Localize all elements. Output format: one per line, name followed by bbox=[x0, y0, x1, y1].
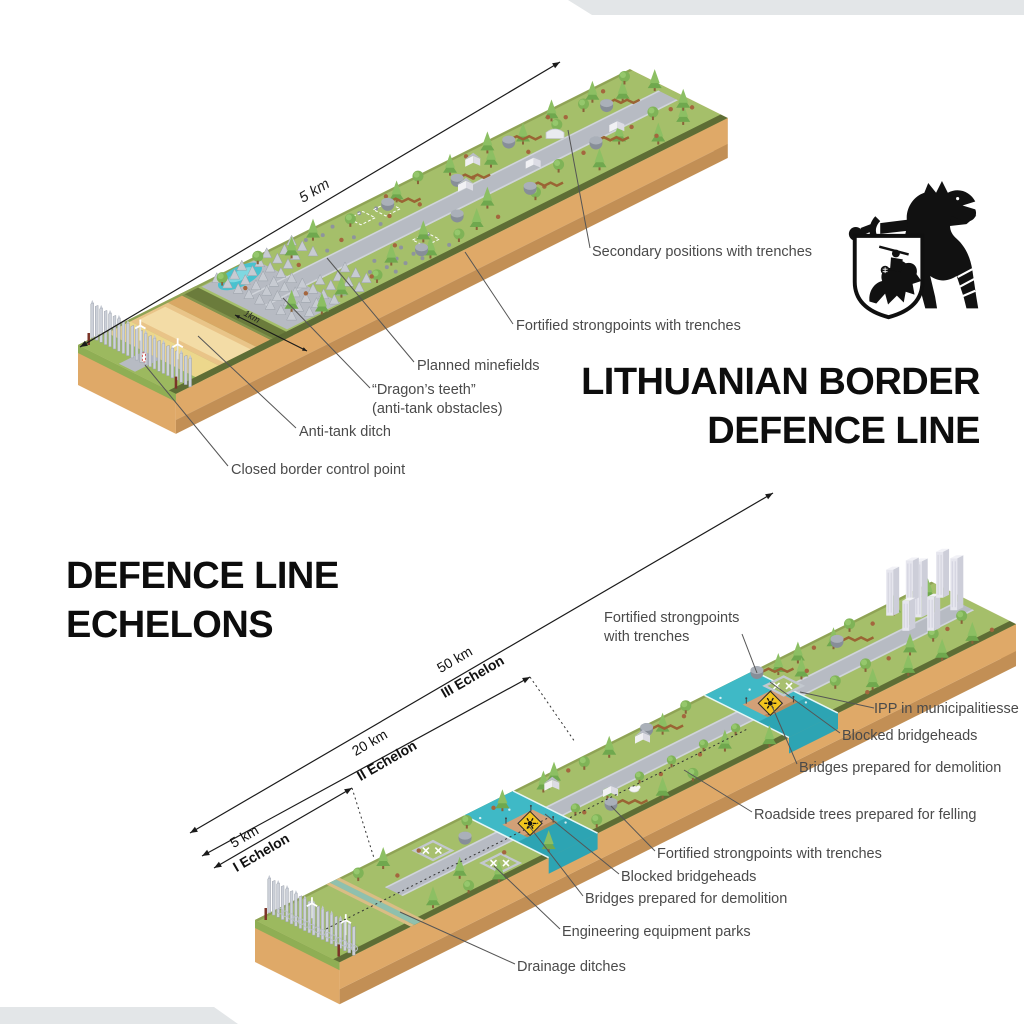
corner-band-bottom-left bbox=[0, 1007, 238, 1024]
main-title: LITHUANIAN BORDER DEFENCE LINE bbox=[530, 358, 980, 455]
label-secondary-positions: Secondary positions with trenches bbox=[592, 244, 813, 260]
label-anti-tank-ditch: Anti-tank ditch bbox=[299, 424, 391, 440]
corner-band-top-right bbox=[568, 0, 1024, 15]
label-blocked-bridgeheads-1: Blocked bridgeheads bbox=[842, 728, 978, 744]
label-bridges-demolition-2: Bridges prepared for demolition bbox=[585, 891, 788, 907]
label-planned-minefields: Planned minefields bbox=[417, 358, 540, 374]
label-engineering-parks: Engineering equipment parks bbox=[562, 924, 751, 940]
label-roadside-trees: Roadside trees prepared for felling bbox=[754, 807, 977, 823]
label-bridges-demolition-1: Bridges prepared for demolition bbox=[799, 760, 1002, 776]
label-fortified-strongpoints: Fortified strongpoints with trenches bbox=[516, 318, 741, 334]
main-title-line2: DEFENCE LINE bbox=[707, 409, 980, 452]
iron-wolf-emblem bbox=[848, 180, 979, 320]
label-blocked-bridgeheads-2: Blocked bridgeheads bbox=[621, 869, 757, 885]
echelons-title: DEFENCE LINE ECHELONS bbox=[66, 552, 339, 649]
label-closed-border-control-point: Closed border control point bbox=[231, 462, 406, 478]
bottom-strip-illustration bbox=[255, 548, 1017, 1005]
label-ipp-municipalities: IPP in municipalitiesse bbox=[874, 701, 1019, 717]
label-dragons-teeth: “Dragon’s teeth” (anti-tank obstacles) bbox=[372, 382, 503, 417]
label-fortified-strongpoints-2: Fortified strongpoints with trenches bbox=[657, 846, 882, 862]
echelons-title-line2: ECHELONS bbox=[66, 603, 274, 646]
label-drainage-ditches: Drainage ditches bbox=[517, 959, 626, 975]
echelons-title-line1: DEFENCE LINE bbox=[66, 555, 339, 597]
main-title-line1: LITHUANIAN BORDER bbox=[581, 361, 980, 403]
label-fortified-strongpoints-far: Fortified strongpoints with trenches bbox=[604, 610, 740, 645]
